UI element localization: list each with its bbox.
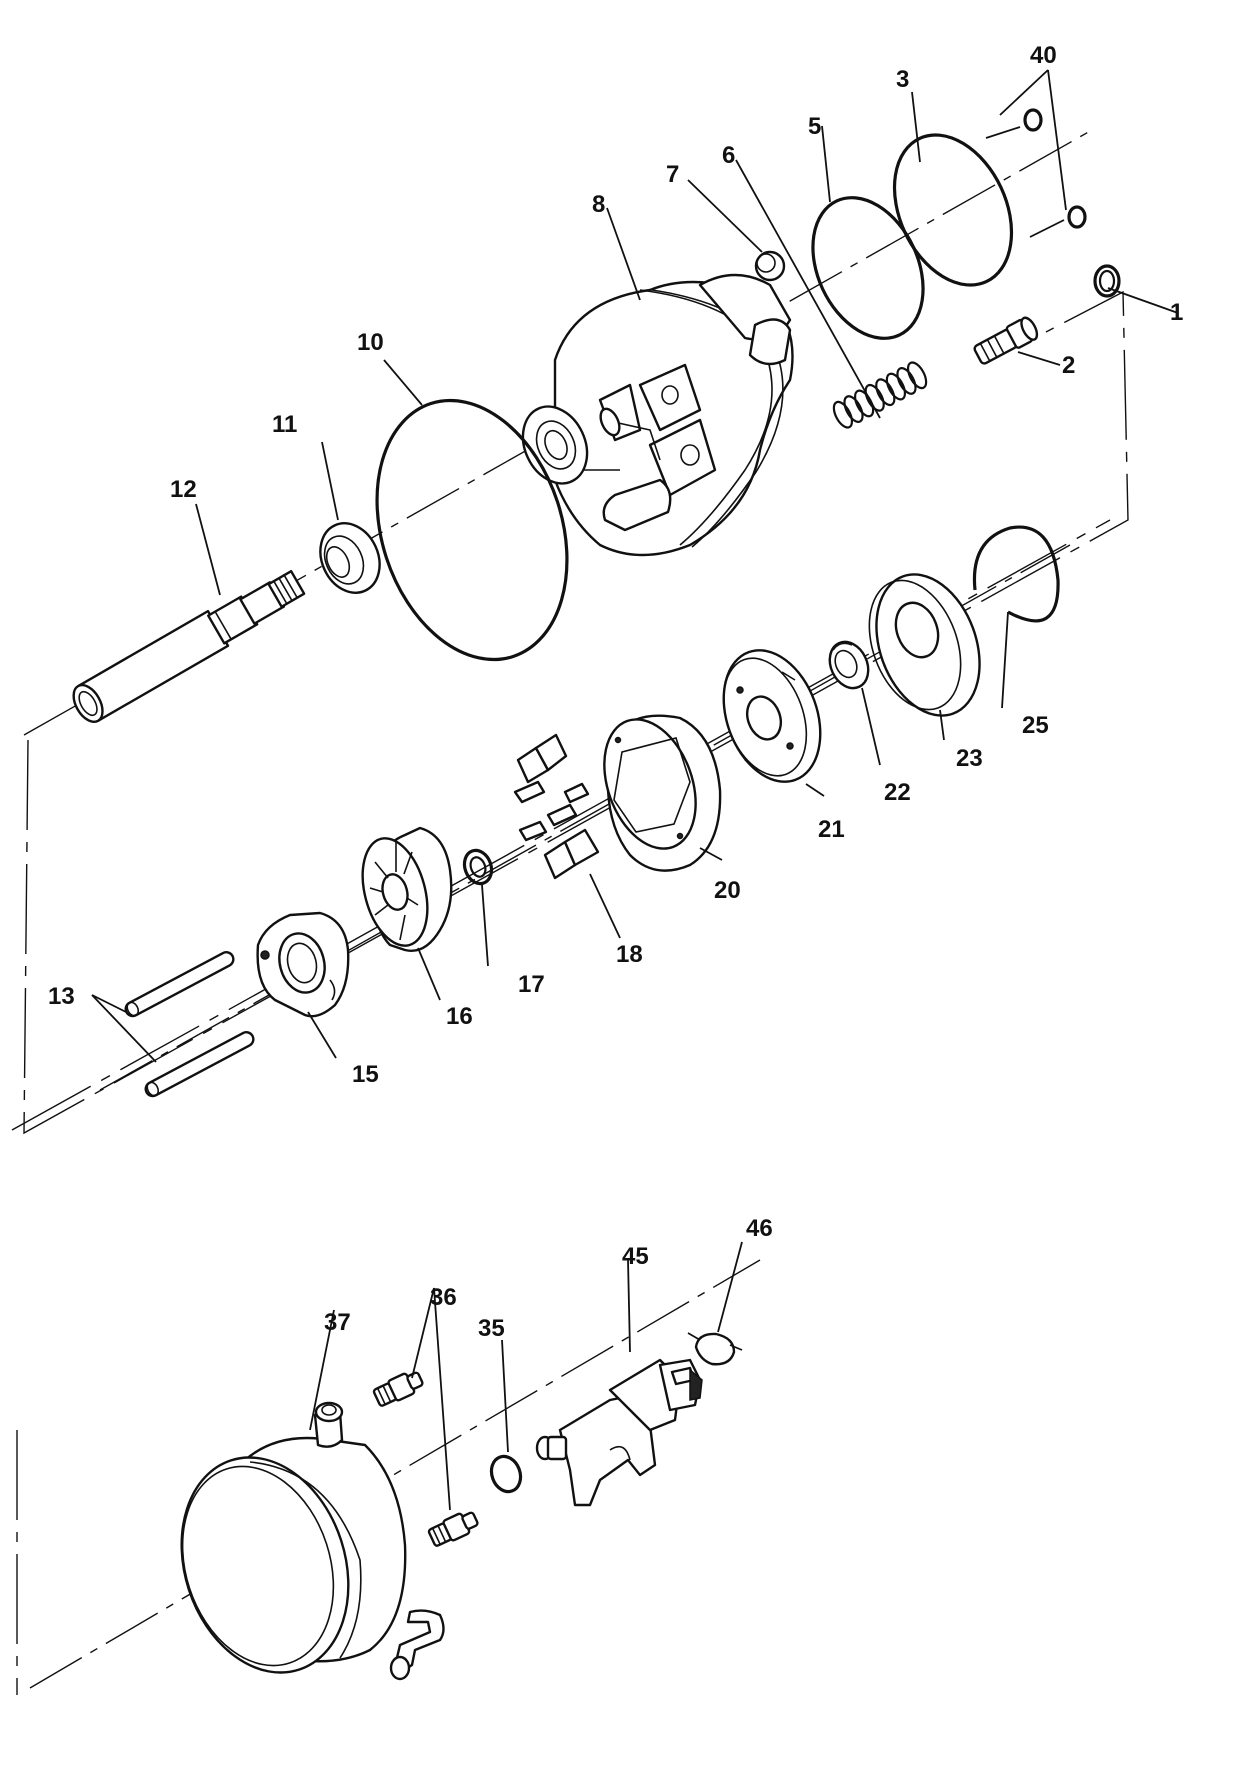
label-5: 5 [808,113,821,140]
label-18: 18 [616,941,643,968]
axis-line-lower [29,1259,761,1689]
label-37: 37 [324,1309,351,1336]
drive-shaft-part-12 [72,570,306,723]
snap-ring-part-1 [1093,264,1121,298]
o-ring-part-5 [811,196,925,340]
label-8: 8 [592,191,605,218]
pump-housing-part-8 [521,273,794,557]
end-plate-part-23 [868,573,981,717]
callout-labels: 1 2 3 5 6 7 8 10 11 12 13 15 16 17 18 20… [48,42,1183,1342]
label-12: 12 [170,476,197,503]
small-seals-part-40 [1023,108,1087,229]
label-25: 25 [1022,712,1049,739]
label-17: 17 [518,971,545,998]
vanes-part-18 [513,733,600,880]
dowel-pins-part-13 [124,951,255,1098]
thrust-plate-part-15 [256,911,350,1018]
middle-group-frame [23,290,1129,1135]
label-23: 23 [956,745,983,772]
leader-lines [91,69,1179,1511]
label-35: 35 [478,1315,505,1342]
pressure-plate-part-21 [722,649,822,783]
valve-assembly-part-45 [535,1358,703,1507]
o-ring-part-3 [892,133,1014,287]
rotor-part-16 [361,826,453,952]
fitting-part-2 [973,316,1039,365]
label-40: 40 [1030,42,1057,69]
label-15: 15 [352,1061,379,1088]
ring-part-17 [462,848,494,886]
label-6: 6 [722,142,735,169]
seal-part-11 [319,522,381,594]
o-ring-part-10 [375,398,569,662]
plug-part-7 [754,250,786,282]
cam-ring-part-20 [603,714,722,872]
label-20: 20 [714,877,741,904]
label-11: 11 [272,411,297,438]
label-16: 16 [446,1003,473,1030]
retaining-ring-part-25 [972,525,1060,623]
label-21: 21 [818,816,845,843]
label-10: 10 [357,329,384,356]
label-46: 46 [746,1215,773,1242]
clip-part-22 [828,640,870,690]
clip-part-46 [687,1332,743,1366]
label-36: 36 [430,1284,457,1311]
spring-part-6 [832,361,928,429]
o-ring-part-35 [489,1454,523,1494]
label-45: 45 [622,1243,649,1270]
label-2: 2 [1062,352,1075,379]
reservoir-part-37 [180,1401,445,1681]
fittings-part-36 [372,1371,479,1547]
label-7: 7 [666,161,679,188]
label-22: 22 [884,779,911,806]
label-1: 1 [1170,299,1183,326]
label-13: 13 [48,983,75,1010]
label-3: 3 [896,66,909,93]
